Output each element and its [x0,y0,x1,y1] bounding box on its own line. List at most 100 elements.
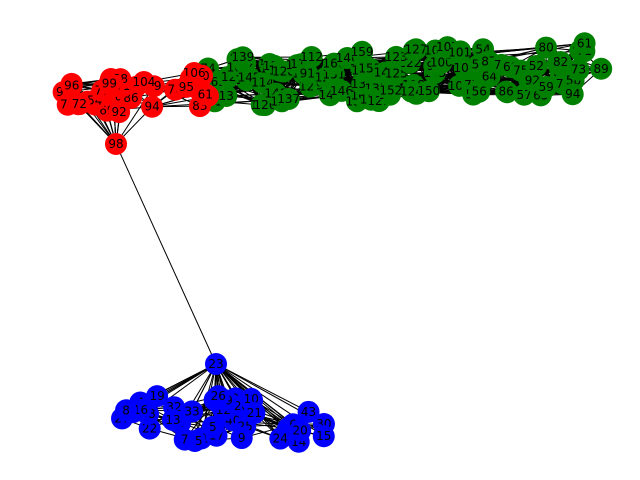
node-circle [277,87,300,110]
node-circle [194,83,217,106]
node-label: 57 [516,88,531,102]
node-circle [404,38,427,61]
graph-edge [115,85,155,145]
graph-node-blue-15: 15 [312,425,335,448]
node-label: 123 [385,50,408,64]
node-layer: 8574635112132110814142139154145134114115… [52,32,613,453]
node-label: 20 [293,424,308,438]
node-circle [535,36,558,59]
node-label: 89 [594,62,609,76]
node-circle [105,133,127,155]
node-label: 13 [165,413,180,427]
node-circle [330,79,353,102]
node-circle [215,84,238,107]
graph-node-red-72: 72 [68,93,91,116]
node-circle [161,409,184,432]
node-circle [243,402,266,425]
node-label: 150 [417,84,440,98]
graph-node-red-92: 92 [108,101,131,124]
node-circle [181,400,204,423]
node-label: 99 [102,77,117,91]
graph-node-red-99: 99 [98,72,121,95]
node-label: 23 [208,357,223,371]
node-label: 43 [301,405,316,419]
node-circle [561,83,584,106]
node-circle [590,57,613,80]
graph-node-red-98: 98 [105,133,127,155]
node-label: 72 [72,97,87,111]
node-label: 21 [247,406,262,420]
node-circle [549,51,572,74]
node-circle [351,40,374,63]
node-label: 64 [482,70,497,84]
node-circle [132,71,155,94]
graph-node-green-94: 94 [561,83,584,106]
node-label: 59 [539,80,554,94]
graph-node-green-123: 123 [385,45,408,68]
node-circle [417,80,440,103]
node-label: 139 [231,50,254,64]
graph-node-green-61: 61 [573,32,596,55]
node-label: 5 [209,420,217,434]
graph-node-green-80: 80 [535,36,558,59]
node-label: 95 [179,80,194,94]
node-label: 15 [316,429,331,443]
graph-node-blue-24: 24 [269,427,292,450]
node-label: 8 [122,403,130,417]
node-label: 9 [238,431,246,445]
node-label: 98 [108,137,123,151]
graph-node-green-139: 139 [231,46,254,69]
node-label: 86 [499,85,514,99]
node-circle [312,425,335,448]
node-label: 92 [112,105,127,119]
node-label: 137 [277,92,300,106]
node-label: 19 [149,389,164,403]
node-circle [495,80,518,103]
node-circle [573,32,596,55]
node-label: 101 [448,45,471,59]
node-label: 33 [184,404,199,418]
node-label: 94 [565,87,580,101]
graph-node-green-127: 127 [404,38,428,61]
node-circle [108,101,131,124]
graph-node-green-73: 73 [567,58,590,81]
graph-edge [115,143,217,365]
graph-node-red-61: 61 [194,83,217,106]
graph-node-green-150: 150 [417,80,440,103]
node-circle [146,385,169,408]
graph-edge [215,363,309,413]
node-label: 124 [400,85,423,99]
node-label: 146 [330,84,353,98]
graph-node-green-86: 86 [495,80,518,103]
graph-node-green-152: 152 [379,79,402,102]
node-label: 80 [538,41,553,55]
node-circle [385,45,408,68]
node-label: 61 [577,36,592,50]
node-circle [68,93,91,116]
graph-node-blue-26: 26 [207,385,230,408]
graph-node-red-95: 95 [175,75,198,98]
node-label: 159 [351,45,374,59]
graph-node-red-104: 104 [132,71,155,94]
graph-node-green-59: 59 [535,75,558,98]
graph-node-blue-8: 8 [115,399,138,422]
node-circle [297,400,320,423]
node-circle [201,415,224,438]
graph-node-blue-5: 5 [201,415,224,438]
graph-node-red-96: 96 [60,74,83,97]
graph-node-blue-23: 23 [205,353,227,375]
graph-node-green-89: 89 [590,57,613,80]
node-circle [300,45,323,68]
graph-node-green-137: 137 [277,87,300,110]
node-label: 91 [300,67,315,81]
node-circle [231,46,254,69]
node-circle [269,427,292,450]
node-label: 127 [405,42,428,56]
node-label: 22 [142,422,157,436]
node-circle [289,419,312,442]
node-circle [230,427,253,450]
graph-node-green-82: 82 [549,51,572,74]
graph-node-red-94: 94 [141,95,164,118]
graph-node-blue-7: 7 [173,428,196,451]
